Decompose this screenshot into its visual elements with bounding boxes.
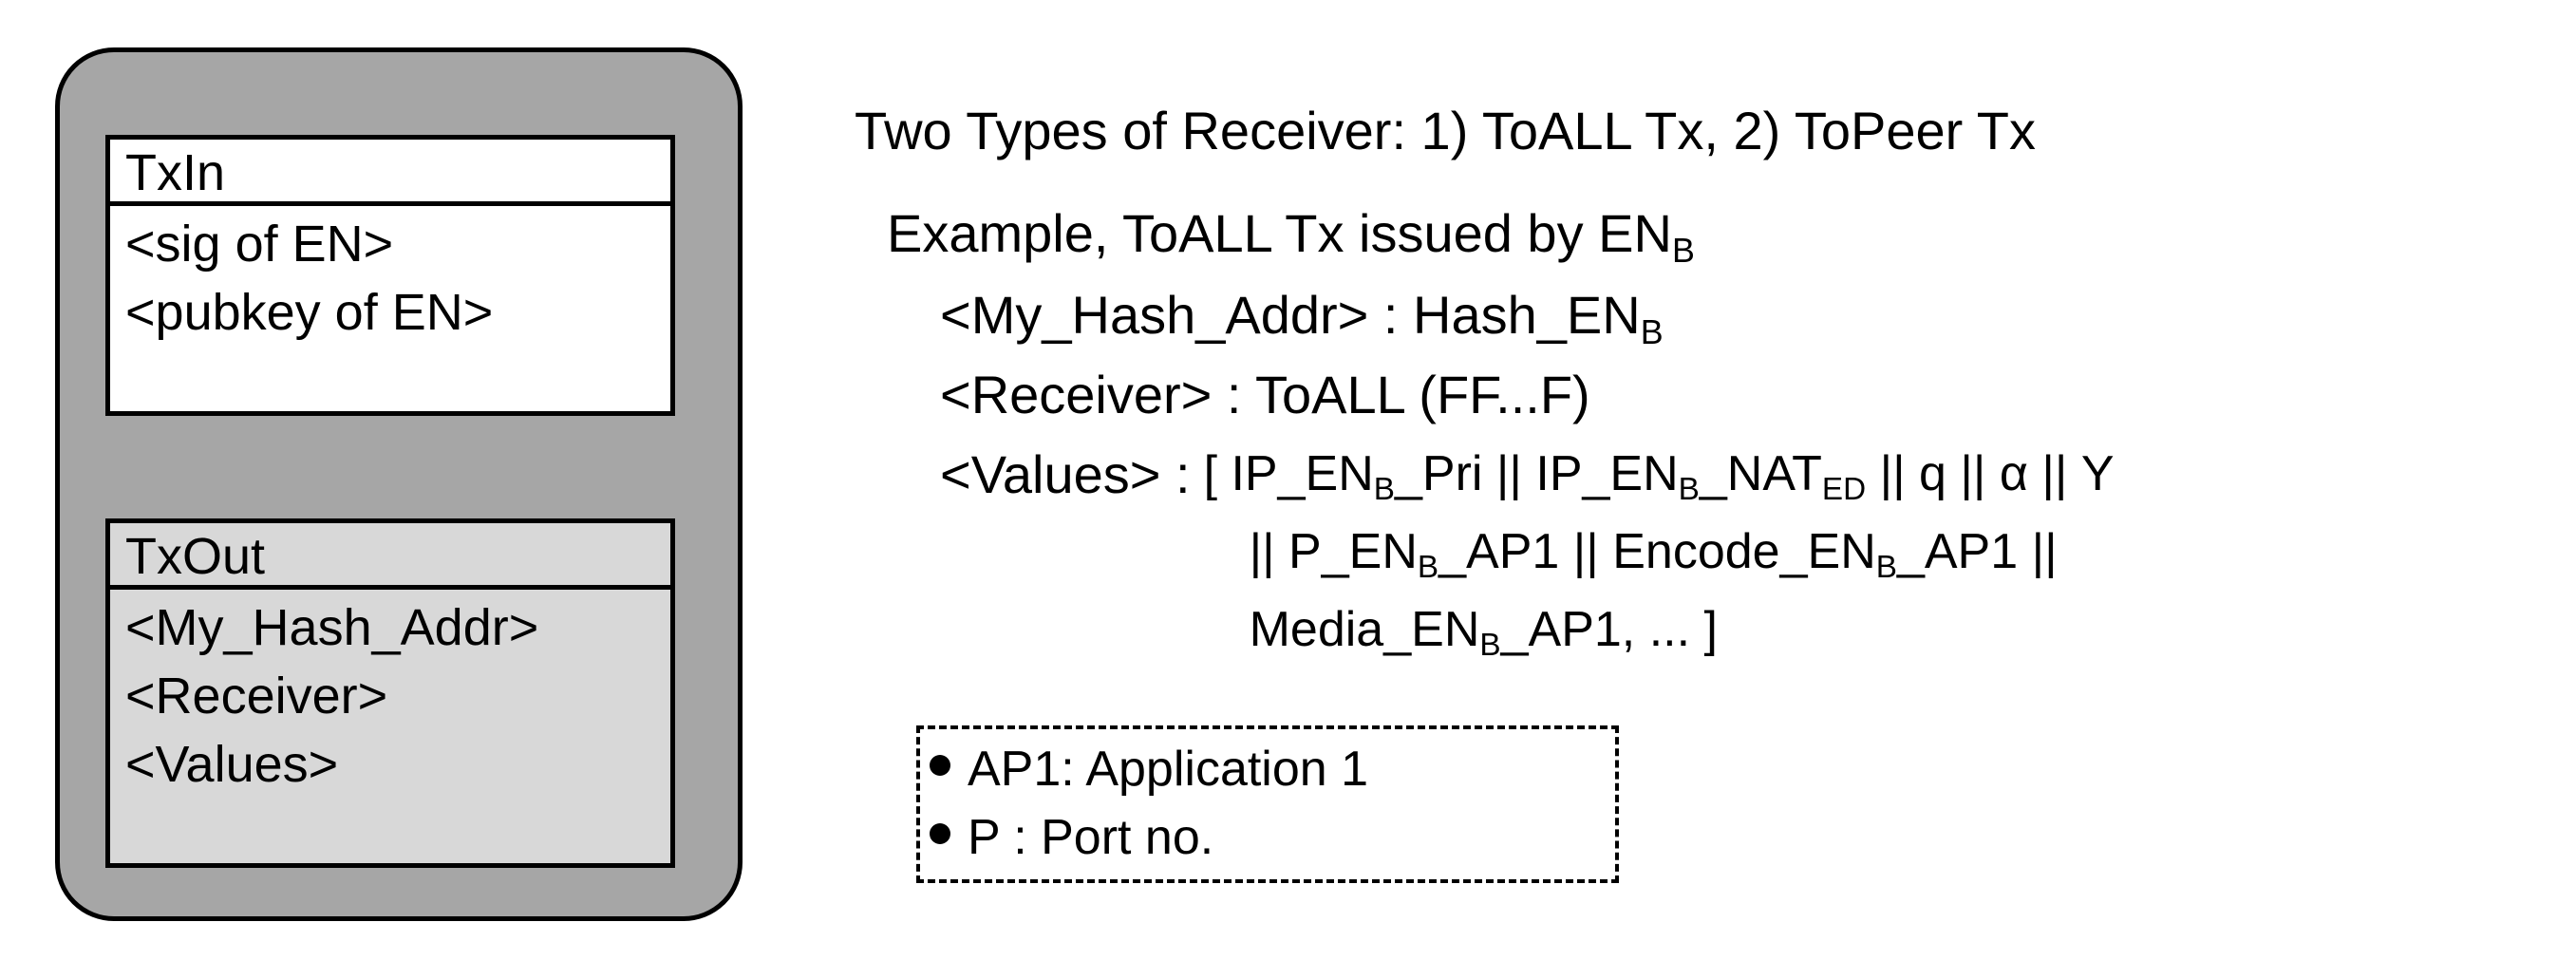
txin-row-pubkey: <pubkey of EN> xyxy=(125,284,494,341)
values-l3-b: _AP1, ... ] xyxy=(1500,602,1718,657)
example-heading: Example, ToALL Tx issued by ENB xyxy=(887,194,2554,273)
values-l1-sub1: B xyxy=(1373,471,1395,507)
legend-box: AP1: Application 1 P : Port no. xyxy=(916,725,1619,883)
values-l2-b: _AP1 || Encode_EN xyxy=(1438,524,1876,579)
values-l2-sub1: B xyxy=(1417,549,1439,585)
values-l2-c: _AP1 || xyxy=(1896,524,2058,579)
receiver-types-title: Two Types of Receiver: 1) ToALL Tx, 2) T… xyxy=(855,101,2037,160)
values-l1-sub3: ED xyxy=(1821,471,1867,507)
values-l2-a: || P_EN xyxy=(1249,524,1418,579)
field-my-hash-addr: <My_Hash_Addr> : Hash_ENB xyxy=(940,275,2554,355)
values-line-2: || P_ENB_AP1 || Encode_ENB_AP1 || xyxy=(1204,513,2115,591)
values-line-1: [ IP_ENB_Pri || IP_ENB_NATED || q || α |… xyxy=(1204,435,2115,513)
values-l1-d: || q || α || Y xyxy=(1866,446,2115,501)
values-line-3: Media_ENB_AP1, ... ] xyxy=(1204,591,2115,668)
txin-box: TxIn <sig of EN> <pubkey of EN> xyxy=(105,135,675,416)
bullet-icon xyxy=(930,755,950,776)
field-my-hash-addr-text: <My_Hash_Addr> : Hash_EN xyxy=(940,285,1641,345)
field-receiver: <Receiver> : ToALL (FF...F) xyxy=(940,355,2554,435)
txout-box: TxOut <My_Hash_Addr> <Receiver> <Values> xyxy=(105,518,675,868)
values-l1-a: [ IP_EN xyxy=(1203,446,1374,501)
field-values: <Values> : [ IP_ENB_Pri || IP_ENB_NATED … xyxy=(940,435,2554,668)
values-l3-a: Media_EN xyxy=(1249,602,1480,657)
txout-body: <My_Hash_Addr> <Receiver> <Values> xyxy=(110,590,670,799)
legend-item-ap1: AP1: Application 1 xyxy=(930,735,1615,803)
values-l3-sub1: B xyxy=(1479,627,1501,663)
values-l1-sub2: B xyxy=(1678,471,1700,507)
example-heading-text: Example, ToALL Tx issued by EN xyxy=(887,203,1672,263)
txin-header: TxIn xyxy=(110,140,670,206)
values-l2-sub2: B xyxy=(1875,549,1897,585)
values-l1-b: _Pri || IP_EN xyxy=(1394,446,1679,501)
txin-body: <sig of EN> <pubkey of EN> xyxy=(110,206,670,347)
txin-row-sig: <sig of EN> xyxy=(125,216,394,273)
field-receiver-text: <Receiver> : ToALL (FF...F) xyxy=(940,365,1590,424)
field-my-hash-addr-subscript: B xyxy=(1640,312,1664,351)
values-l1-c: _NAT xyxy=(1699,446,1822,501)
bullet-icon xyxy=(930,823,950,844)
txout-row-values: <Values> xyxy=(125,736,339,793)
legend-item-port: P : Port no. xyxy=(930,803,1615,872)
legend-item-port-label: P : Port no. xyxy=(968,810,1214,865)
txout-header: TxOut xyxy=(110,523,670,590)
example-heading-subscript: B xyxy=(1671,231,1695,270)
explanation-block: Two Types of Receiver: 1) ToALL Tx, 2) T… xyxy=(855,91,2554,668)
txout-row-receiver: <Receiver> xyxy=(125,668,388,725)
field-values-body: [ IP_ENB_Pri || IP_ENB_NATED || q || α |… xyxy=(1204,435,2115,668)
field-values-label: <Values> : xyxy=(940,444,1191,504)
txout-row-my-hash-addr: <My_Hash_Addr> xyxy=(125,599,539,656)
transaction-container: TxIn <sig of EN> <pubkey of EN> TxOut <M… xyxy=(55,47,743,921)
legend-item-ap1-label: AP1: Application 1 xyxy=(968,742,1369,797)
